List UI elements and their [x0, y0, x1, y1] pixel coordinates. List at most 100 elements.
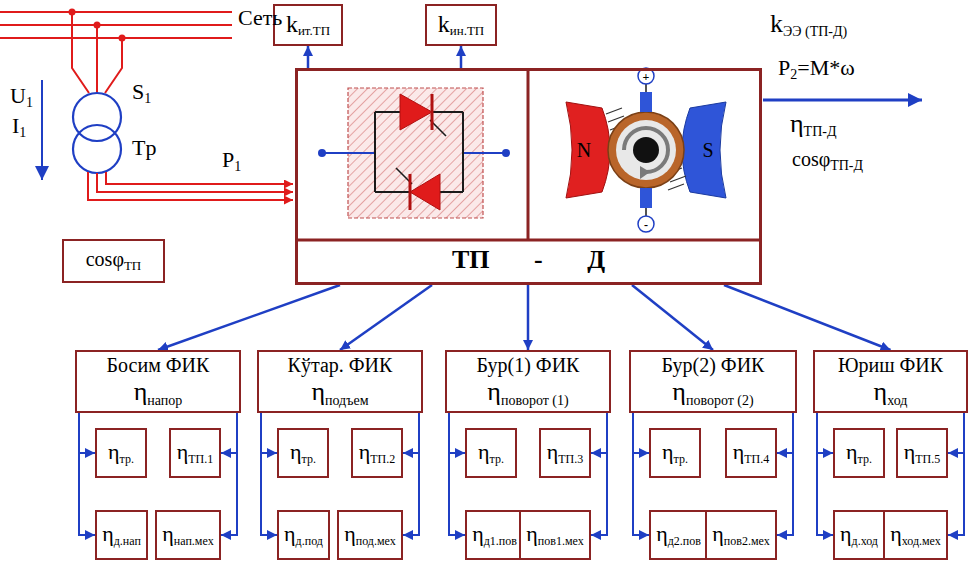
connector-arrow	[817, 413, 833, 535]
converter-divider	[527, 70, 530, 240]
symbol-text: η	[284, 521, 296, 546]
subscript-text: ТП.3	[558, 452, 583, 466]
connector-arrow	[79, 413, 95, 453]
junction-dots	[69, 9, 126, 42]
label-group: Tp	[132, 136, 156, 160]
connector-arrow	[221, 413, 237, 453]
mechanism-box: Кўтар. ФИКηподъем	[257, 350, 423, 413]
symbol-text: η	[134, 377, 148, 406]
terminal-sign: +	[643, 70, 650, 84]
subscript-text: 1	[19, 125, 26, 140]
symbol-text: ТП - Д	[452, 245, 605, 274]
subscript-text: пов2.мех	[724, 534, 770, 548]
subscript-text: ит.ТП	[298, 23, 330, 38]
coefficient-label: k	[770, 9, 783, 38]
symbol-text: η	[311, 377, 325, 406]
label-group: -	[644, 215, 648, 233]
efficiency-box: ηтр.	[95, 428, 147, 478]
transformer-symbol	[73, 93, 121, 173]
connector-arrow	[777, 413, 793, 453]
subscript-text: 1	[144, 91, 151, 106]
symbol-text: η	[359, 439, 371, 464]
efficiency-box: ηнап.мех	[155, 510, 221, 560]
subscript-text: тр.	[674, 452, 688, 466]
subscript-text: ход	[887, 393, 907, 408]
efficiency-box: ηтр.	[465, 428, 517, 478]
efficiency-box: ηд.нап	[95, 510, 148, 560]
efficiency-box: ηпов2.мех	[705, 510, 777, 560]
connector-arrow	[591, 413, 607, 535]
efficiency-box: ηпов1.мех	[519, 510, 591, 560]
symbol-text: k	[438, 11, 450, 37]
connector-arrow	[261, 413, 277, 453]
efficiency-box: ηд2.пов	[649, 510, 708, 560]
subscript-text: подъем	[325, 393, 369, 408]
subscript-text: тр.	[858, 452, 872, 466]
subscript-text: 1	[26, 95, 33, 110]
subscript-text: поворот (2)	[686, 393, 754, 408]
connector-arrow	[403, 413, 419, 535]
current-label: I	[12, 113, 19, 138]
subscript-text: тр.	[302, 452, 316, 466]
subscript-text: поворот (1)	[501, 393, 569, 408]
formula-label: =M*ω	[797, 55, 854, 80]
subscript-text: ТП.2	[370, 452, 395, 466]
efficiency-box: ηд.под	[277, 510, 330, 560]
subscript-text: тр.	[490, 452, 504, 466]
thyristor-symbol	[318, 88, 510, 218]
subscript-text: д2.пов	[668, 534, 701, 548]
band-line	[296, 239, 761, 242]
mechanism-title: Бур(1) ФИК	[477, 354, 580, 376]
mechanism-title: Кўтар. ФИК	[288, 354, 393, 376]
mechanism-box: Босим ФИКηнапор	[75, 350, 241, 413]
power-label: S	[132, 79, 144, 104]
connector-arrow	[633, 413, 649, 535]
symbol-text: η	[904, 439, 916, 464]
voltage-arrow	[41, 80, 43, 180]
symbol-text: η	[102, 521, 114, 546]
label-group: +	[643, 67, 650, 85]
efficiency-box: ηпод.мех	[337, 510, 403, 560]
symbol-text: η	[162, 521, 174, 546]
symbol-text: η	[840, 521, 852, 546]
network-lines	[0, 12, 232, 93]
subscript-text: ЭЭ (ТП-Д)	[783, 24, 847, 39]
symbol-text: k	[286, 11, 298, 37]
efficiency-box: ηход.мех	[883, 510, 948, 560]
subscript-text: под.мех	[356, 534, 396, 548]
efficiency-box: ηТП.1	[169, 428, 221, 478]
connector-arrow	[221, 413, 237, 535]
label-group: kЭЭ (ТП-Д)	[770, 10, 847, 40]
efficiency-box: ηтр.	[649, 428, 701, 478]
label-group: S	[702, 139, 713, 161]
label-group: Сеть	[238, 6, 282, 30]
formula-label: P	[778, 55, 790, 80]
connector-arrow	[403, 413, 419, 453]
coefficient-box: kит.ТП	[273, 4, 343, 46]
pole-label: S	[702, 139, 713, 161]
symbol-text: η	[547, 439, 559, 464]
symbol-text: η	[487, 377, 501, 406]
subscript-text: напор	[147, 393, 182, 408]
subscript-text: ТП-Д	[804, 124, 837, 139]
connector-arrow	[307, 46, 310, 68]
symbol-text: η	[177, 439, 189, 464]
connector-arrow	[777, 413, 793, 535]
symbol-text: cosφ	[86, 248, 124, 270]
subscript-text: ин.ТП	[450, 23, 485, 38]
symbol-text: η	[890, 521, 902, 546]
power-factor-label: cosφ	[792, 148, 830, 170]
connector-arrow	[633, 413, 649, 453]
subscript-text: тр.	[120, 452, 134, 466]
efficiency-box: ηд.ход	[833, 510, 885, 560]
efficiency-box: ηТП.2	[351, 428, 403, 478]
subscript-text: ход.мех	[902, 534, 941, 548]
mechanism-box: Бур(2) ФИКηповорот (2)	[629, 350, 797, 413]
subscript-text: ТП.5	[915, 452, 940, 466]
label-group: I1	[12, 114, 26, 141]
connector-arrow	[591, 413, 607, 453]
connector-arrow	[79, 413, 95, 535]
connector-arrow	[948, 413, 964, 453]
coefficient-box: kин.ТП	[425, 4, 497, 46]
symbol-text: η	[846, 439, 858, 464]
